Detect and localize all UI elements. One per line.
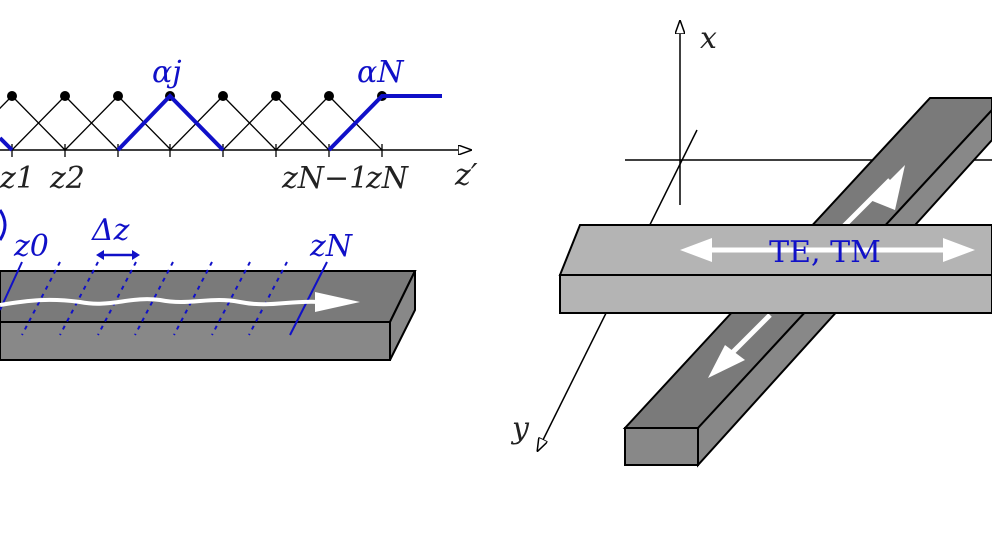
lattice-edge [64, 95, 119, 151]
zn-label: zN [365, 161, 410, 196]
lattice-node [60, 91, 70, 101]
blue-path-segment [0, 136, 14, 152]
z2-label: z2 [49, 161, 85, 196]
lattice-edge [11, 95, 66, 151]
slice-z0 [0, 261, 23, 311]
lattice-node [218, 91, 228, 101]
zn-1-label: zN−1 [281, 161, 368, 196]
blue-path-segment [116, 93, 225, 152]
straight-waveguide: z0 Δz zN [0, 209, 417, 361]
mode-label: TE, TM [769, 235, 881, 270]
zn-guide-label: zN [309, 229, 354, 264]
propagation-arrowhead [315, 292, 360, 312]
alpha-j-label: αj [152, 55, 182, 90]
y-axis-label: y [510, 411, 530, 446]
slice-zn [289, 261, 328, 336]
lattice-node [324, 91, 334, 101]
waveguide-crossing: x y TE, TM [510, 21, 992, 468]
lattice-node [7, 91, 17, 101]
lattice-edge [0, 95, 13, 110]
alpha-n-label: αN [357, 55, 405, 90]
lattice-node [113, 91, 123, 101]
z-prime-label: z′ [454, 158, 478, 193]
z1-label: z1 [0, 161, 35, 196]
lattice-node [271, 91, 281, 101]
blue-path-segment [327, 94, 442, 152]
lattice-edge [275, 95, 330, 151]
lattice-edge [222, 95, 277, 151]
z0-label: z0 [13, 229, 49, 264]
wave-propagation [0, 297, 321, 307]
x-axis-label: x [700, 21, 717, 56]
dz-label: Δz [91, 213, 130, 248]
lattice-diagram: αj αN z1 z2 zN−1 zN z′ [0, 55, 478, 196]
